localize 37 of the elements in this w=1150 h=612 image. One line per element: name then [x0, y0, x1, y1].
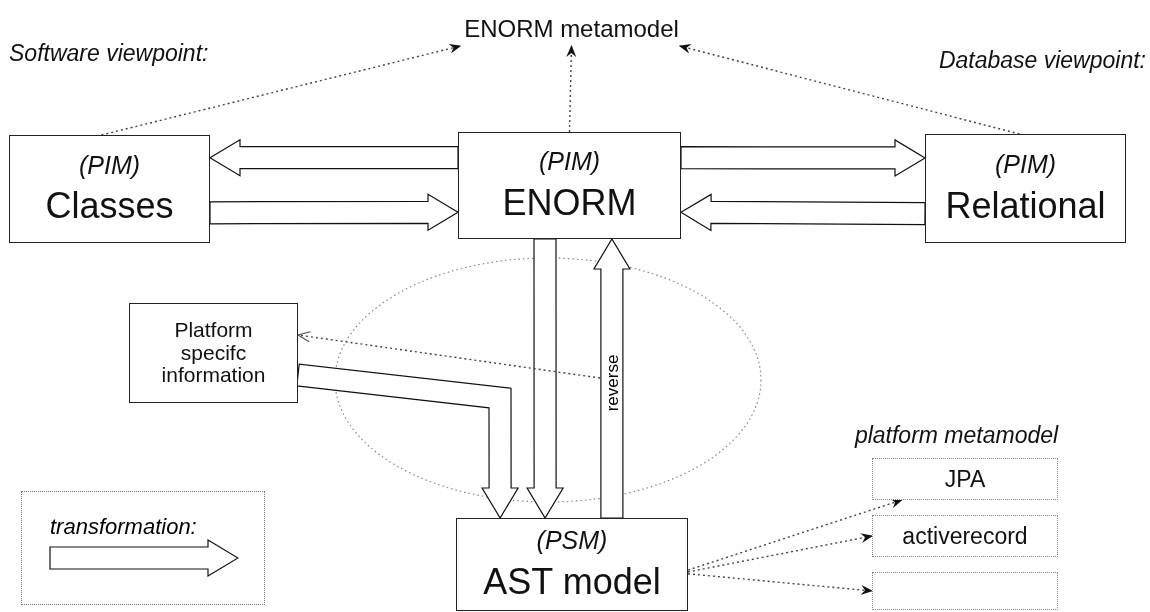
- viewpoint-label: platform metamodel: [853, 422, 1060, 449]
- transformation-arrow: [679, 193, 926, 232]
- model-name: Relational: [945, 184, 1106, 226]
- dotted-arrow: [687, 573, 873, 595]
- dotted-arrow: [687, 533, 873, 573]
- model-box: [9, 135, 210, 243]
- legend-text: transformation:: [50, 514, 197, 540]
- metamodel-box: [872, 515, 1058, 557]
- box-text: activerecord: [902, 523, 1028, 549]
- model-kind-label: (PIM): [994, 151, 1057, 179]
- empty-box: [872, 572, 1058, 610]
- metamodel-label: ENORM metamodel: [429, 12, 714, 46]
- transformation-arrow: [296, 363, 520, 520]
- metamodel-box: [872, 458, 1058, 500]
- viewpoint-label: Software viewpoint:: [9, 40, 209, 67]
- info-box: [129, 303, 298, 403]
- model-box: [458, 132, 681, 239]
- model-kind-label: (PSM): [536, 527, 608, 555]
- dotted-arrow: [678, 43, 1021, 135]
- dotted-arrow: [100, 43, 462, 136]
- model-kind-label: (PIM): [78, 151, 141, 180]
- viewpoint-label: Database viewpoint:: [938, 47, 1146, 74]
- model-kind-label: (PIM): [538, 148, 601, 176]
- box-text: Platform specifc information: [160, 319, 267, 387]
- dotted-arrow: [297, 331, 601, 379]
- model-name: ENORM: [502, 181, 637, 223]
- model-name: AST model: [483, 560, 661, 602]
- dotted-arrow: [566, 45, 577, 133]
- transformation-arrow: [526, 238, 565, 520]
- transformation-arrow: [208, 138, 459, 177]
- model-box: [925, 134, 1126, 243]
- model-name: Classes: [45, 185, 174, 227]
- dotted-arrow: [687, 498, 903, 571]
- transformation-arrow: [680, 138, 927, 177]
- transformation-arrow: [209, 193, 460, 232]
- model-box: [456, 518, 688, 611]
- box-text: JPA: [944, 466, 986, 492]
